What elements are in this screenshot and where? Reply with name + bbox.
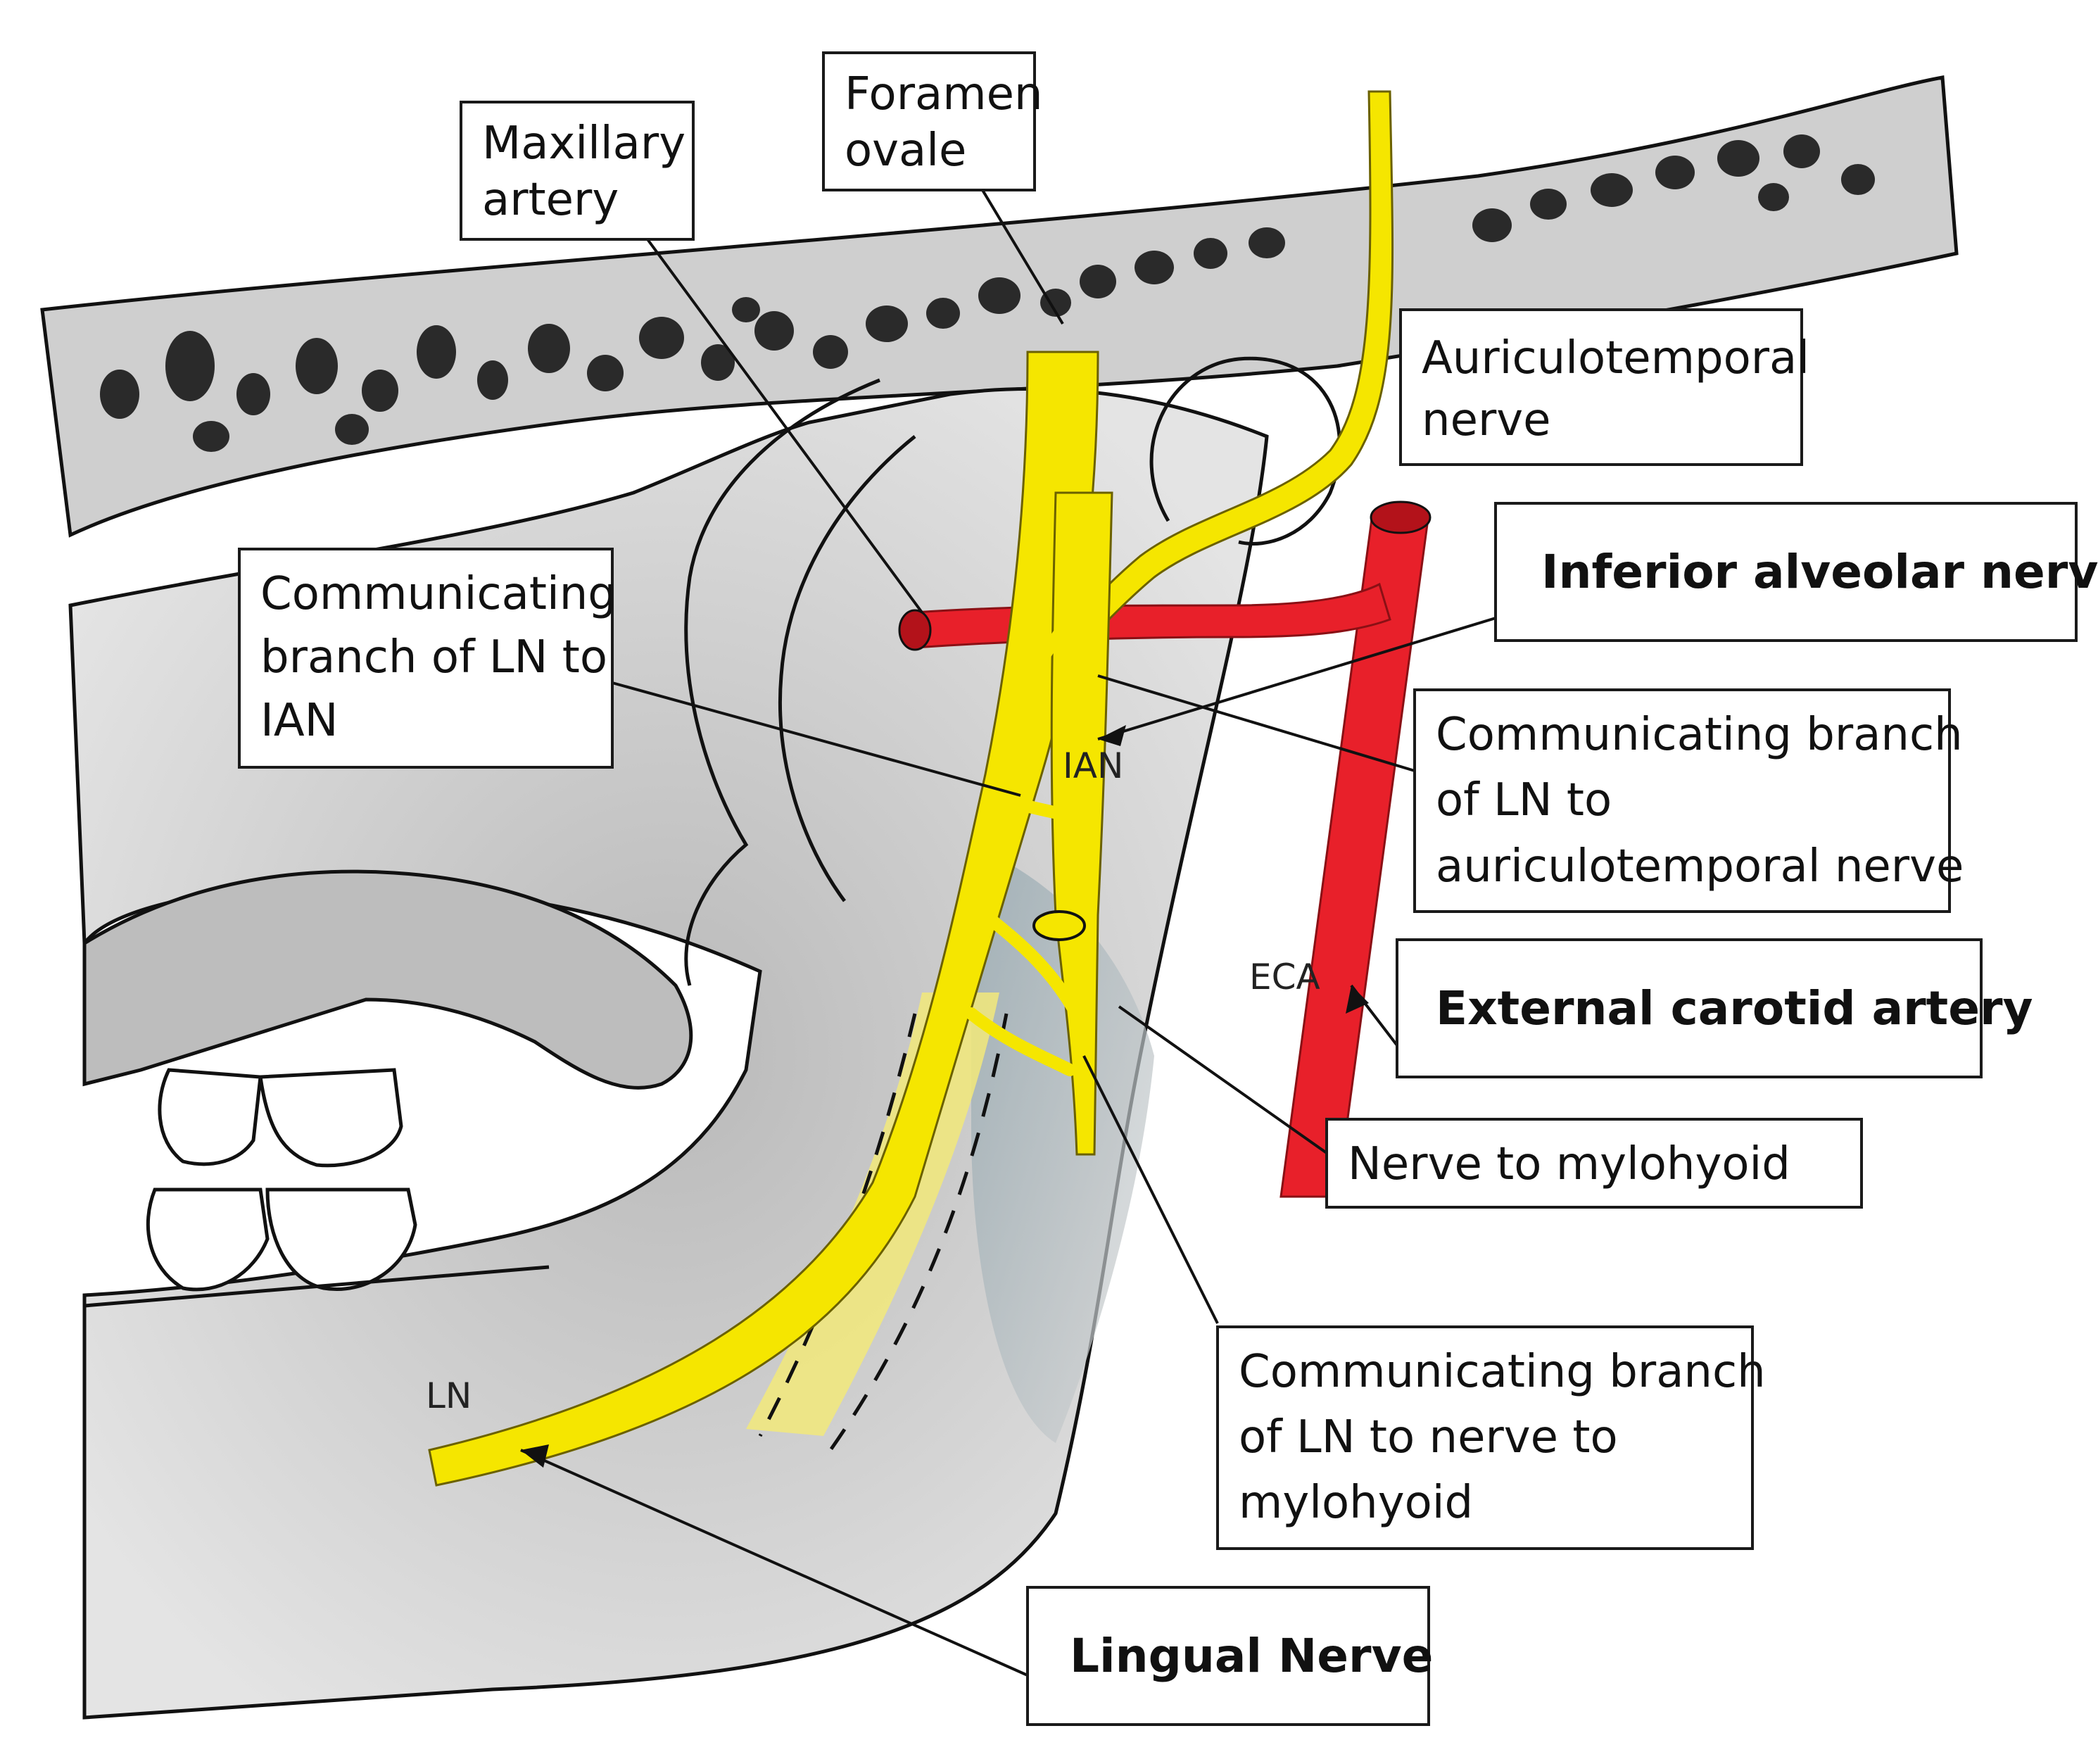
- eca-inline-label: ECA: [1249, 957, 1320, 997]
- label-inferior-alveolar-nerve: Inferior alveolar nerve: [1494, 502, 2098, 642]
- comm-ln-ian-line2: branch of LN to: [260, 631, 607, 683]
- comm-ln-at-line1: Communicating branch: [1436, 709, 1963, 761]
- inferior-alveolar-text: Inferior alveolar nerve: [1541, 545, 2098, 599]
- comm-ln-nm-line3: mylohyoid: [1239, 1477, 1473, 1529]
- maxillary-artery-line2: artery: [482, 174, 619, 226]
- lingual-nerve-text: Lingual Nerve: [1070, 1629, 1433, 1683]
- label-external-carotid-artery: External carotid artery: [1396, 938, 2033, 1078]
- maxilla: [82, 869, 693, 1090]
- maxillary-artery-opening: [898, 609, 932, 651]
- ian-inline-label: IAN: [1063, 745, 1123, 786]
- label-maxillary-artery: Maxillary artery: [460, 101, 695, 241]
- comm-ln-ian-line3: IAN: [260, 695, 339, 747]
- comm-ln-at-line2: of LN to: [1436, 774, 1612, 826]
- occlusal-line: [84, 1265, 550, 1308]
- comm-ln-at-line3: auriculotemporal nerve: [1436, 840, 1964, 893]
- nerve-mylohyoid-text: Nerve to mylohyoid: [1348, 1138, 1790, 1190]
- auriculotemporal-line1: Auriculotemporal: [1422, 332, 1809, 384]
- label-comm-ln-to-auriculotemporal: Communicating branch of LN to auriculote…: [1413, 688, 1964, 913]
- condyle-outline: [1149, 356, 1341, 546]
- teeth: [146, 1068, 417, 1292]
- label-auriculotemporal-nerve: Auriculotemporal nerve: [1399, 308, 1809, 466]
- coronoid-outline: [684, 378, 880, 986]
- foramen-ovale-line1: Foramen: [845, 68, 1043, 120]
- leader-lines: [520, 182, 1503, 1677]
- label-comm-ln-to-nerve-to-mylohyoid: Communicating branch of LN to nerve to m…: [1216, 1325, 1766, 1550]
- label-nerve-to-mylohyoid: Nerve to mylohyoid: [1325, 1118, 1863, 1209]
- label-foramen-ovale: Foramen ovale: [822, 51, 1043, 191]
- pterygoid-outline: [778, 435, 916, 902]
- auriculotemporal-line2: nerve: [1422, 394, 1551, 446]
- eca-top-opening: [1370, 500, 1432, 534]
- arrowheads: [521, 725, 1369, 1468]
- comm-ln-nm-line2: of LN to nerve to: [1239, 1411, 1618, 1463]
- comm-ln-ian-line1: Communicating: [260, 568, 617, 620]
- cancellous-bone: [100, 134, 1875, 452]
- communicating-branches: [965, 599, 1090, 1076]
- lingual-nerve-path: [428, 351, 1099, 1487]
- ramus-shadow: [971, 845, 1154, 1443]
- label-comm-ln-to-ian: Communicating branch of LN to IAN: [238, 548, 617, 769]
- canal-dash-right: [828, 1013, 1009, 1451]
- ln-inline-label: LN: [426, 1375, 472, 1416]
- maxillary-artery-line1: Maxillary: [482, 118, 685, 170]
- foramen-ovale-line2: ovale: [845, 125, 966, 177]
- comm-ln-nm-line1: Communicating branch: [1239, 1346, 1766, 1398]
- nerve-cut-end: [1032, 910, 1086, 941]
- label-lingual-nerve: Lingual Nerve: [1026, 1586, 1433, 1726]
- eca-text: External carotid artery: [1436, 981, 2033, 1035]
